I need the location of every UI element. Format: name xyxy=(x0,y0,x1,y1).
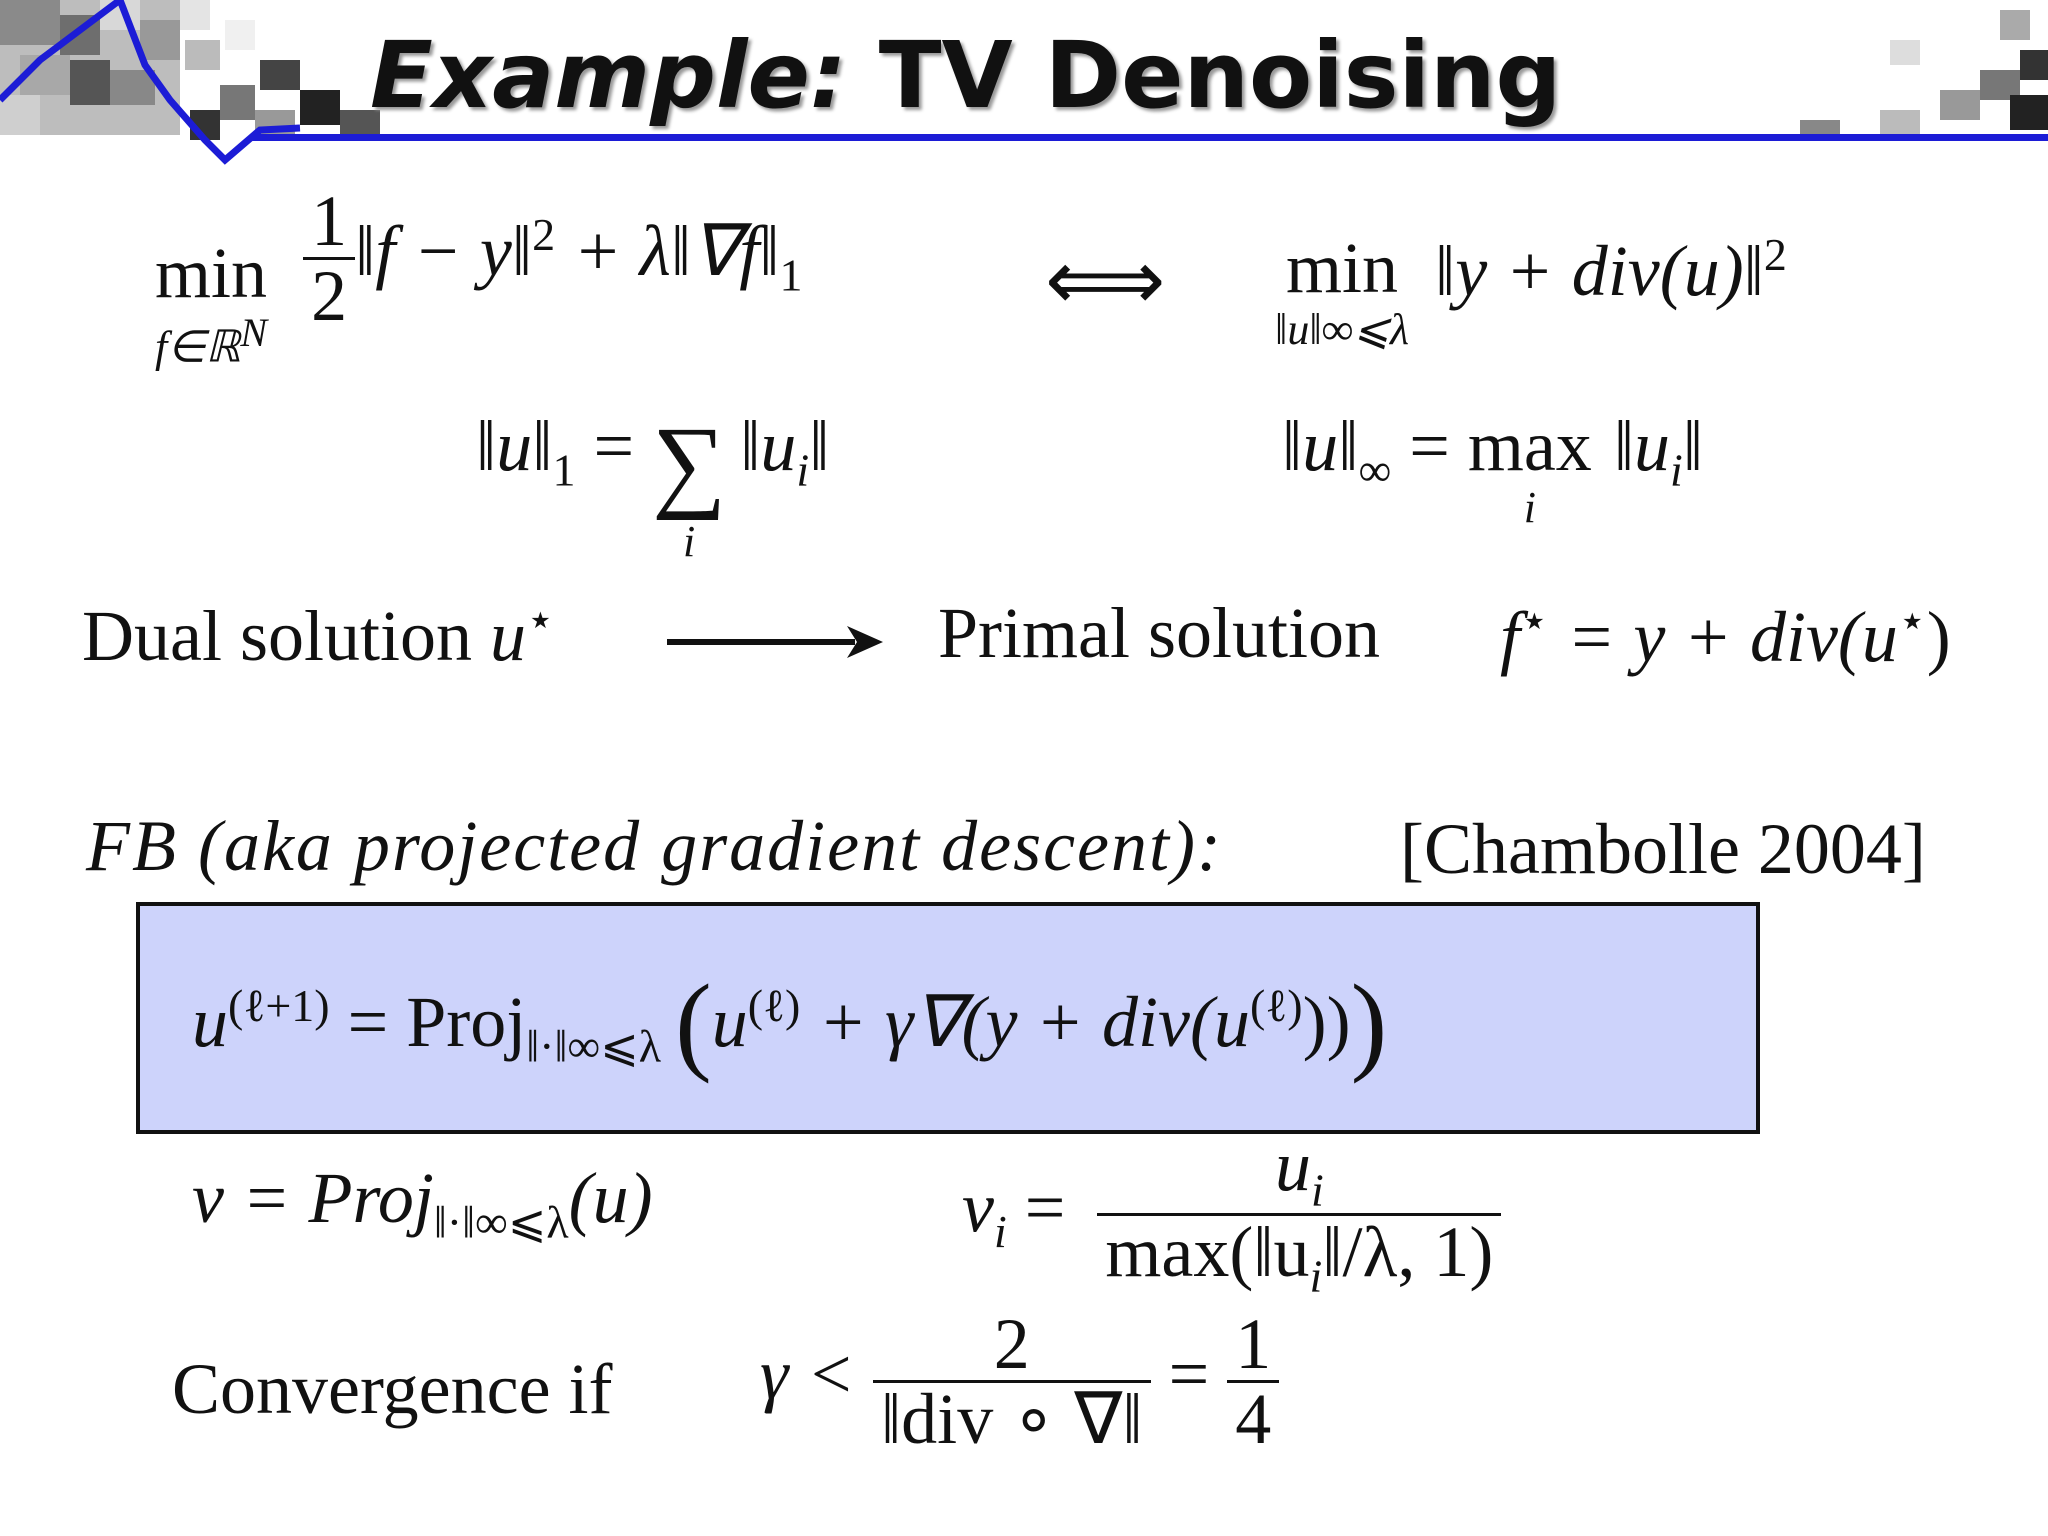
primal-body: ‖f − y‖ xyxy=(355,211,533,292)
norm-one-definition: ‖u‖1 = ∑i‖ui‖ xyxy=(476,406,830,566)
primal-min-operator: min f∈ℝN xyxy=(155,233,268,372)
convergence-result-fraction: 1 4 xyxy=(1227,1308,1280,1455)
convergence-condition: γ < 2 ‖div ∘ ∇‖ = 1 4 xyxy=(760,1308,1280,1455)
title-prefix: Example: xyxy=(370,22,847,129)
title-main: TV Denoising xyxy=(846,22,1562,129)
dual-min-operator: min ‖u‖∞⩽λ xyxy=(1275,228,1409,354)
right-arrow-icon xyxy=(667,626,883,658)
projection-definition: v = Proj‖·‖∞⩽λ(u) xyxy=(192,1158,653,1248)
primal-tv-term: + λ‖∇f‖ xyxy=(555,211,780,292)
dual-solution-label: Dual solution u⋆ xyxy=(82,594,555,676)
header-logo-mosaic xyxy=(0,0,380,165)
dual-body: ‖y + div(u)‖ xyxy=(1435,231,1764,311)
projection-formula: vi = ui max(‖ui‖/λ, 1) xyxy=(962,1130,1502,1300)
header-rule xyxy=(250,134,2048,141)
convergence-label: Convergence if xyxy=(172,1349,613,1429)
primal-solution-label: Primal solution xyxy=(938,593,1381,673)
equivalence-symbol: ⟺ xyxy=(1045,235,1166,328)
iteration-formula: u(ℓ+1) = Proj‖·‖∞⩽λ(u(ℓ) + γ∇(y + div(u(… xyxy=(192,962,1388,1084)
sum-operator: ∑i xyxy=(652,406,727,566)
iteration-box xyxy=(136,902,1760,1134)
primal-solution-formula: f⋆ = y + div(u⋆) xyxy=(1500,595,1951,677)
convergence-step-fraction: 2 ‖div ∘ ∇‖ xyxy=(872,1308,1151,1455)
fb-heading: FB (aka projected gradient descent): xyxy=(86,806,1223,886)
header-right-mosaic xyxy=(1800,10,2048,135)
slide-title: Example: TV Denoising xyxy=(370,22,1561,129)
dual-problem: min ‖u‖∞⩽λ ‖y + div(u)‖2 xyxy=(1275,228,1787,354)
projection-fraction: ui max(‖ui‖/λ, 1) xyxy=(1097,1130,1502,1300)
primal-half-fraction: 1 2 xyxy=(303,185,356,332)
primal-problem: min f∈ℝN 1 2 ‖f − y‖2 + λ‖∇f‖1 xyxy=(155,181,803,372)
citation: [Chambolle 2004] xyxy=(1400,809,1926,889)
